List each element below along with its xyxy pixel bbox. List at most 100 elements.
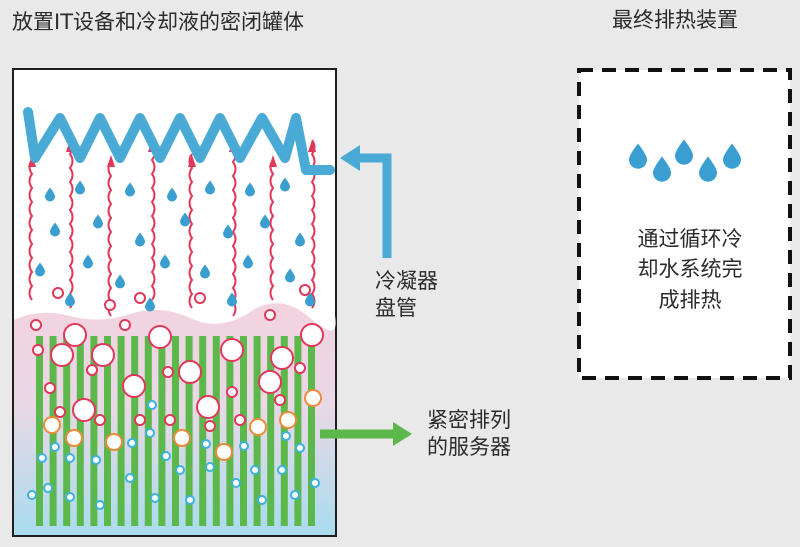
droplet-icon <box>245 182 255 197</box>
server-blade <box>308 336 315 526</box>
warm-bubble <box>215 443 233 461</box>
server-blade <box>294 336 302 526</box>
cool-bubble <box>175 465 185 475</box>
droplet-icon <box>260 214 270 229</box>
cool-bubble <box>231 478 241 488</box>
droplet-icon <box>180 212 190 227</box>
condenser-coil <box>23 107 335 175</box>
small-vapor-bubble <box>86 364 98 376</box>
small-vapor-bubble <box>104 299 116 311</box>
condensate-droplets <box>35 177 315 312</box>
server-blade <box>199 336 207 526</box>
vapor-arrowhead <box>269 155 277 167</box>
cool-bubble <box>125 473 135 483</box>
cool-bubble <box>185 495 195 505</box>
server-blade <box>226 336 234 526</box>
vapor-wave <box>269 159 275 301</box>
droplet-icon <box>200 264 210 279</box>
description-line: 通过循环冷 <box>637 227 743 251</box>
small-vapor-bubble <box>119 319 131 331</box>
droplet-icon <box>205 180 215 195</box>
small-vapor-bubble <box>299 284 311 296</box>
cool-bubble <box>290 490 300 500</box>
droplet-icon <box>675 139 693 165</box>
tank-title: 放置IT设备和冷却液的密闭罐体 <box>12 10 305 34</box>
cool-bubble <box>257 495 267 505</box>
droplet-icon <box>295 232 305 247</box>
cool-bubble <box>161 451 171 461</box>
warm-bubble <box>65 429 83 447</box>
vapor-wave <box>150 145 156 301</box>
condenser-coil-label: 冷凝器 盘管 <box>375 268 438 323</box>
droplet-icon <box>167 187 177 202</box>
small-vapor-bubble <box>264 309 276 321</box>
droplet-icon <box>45 187 55 202</box>
droplet-icon <box>83 254 93 269</box>
large-vapor-bubble <box>196 395 220 419</box>
droplet-icon <box>223 224 233 239</box>
warm-bubble <box>43 416 61 434</box>
large-vapor-bubble <box>50 343 74 367</box>
server-blade <box>90 336 98 526</box>
coil-inlet-arrowhead <box>340 145 360 171</box>
small-vapor-bubble <box>162 366 174 378</box>
droplet-icon <box>305 292 315 307</box>
droplet-icon <box>115 274 125 289</box>
cool-bubble <box>43 483 53 493</box>
server-blade <box>280 336 288 526</box>
cool-bubble <box>277 465 287 475</box>
small-vapor-bubble <box>52 287 64 299</box>
condenser-coil-label-line: 盘管 <box>375 296 417 321</box>
droplet-icon <box>653 156 671 182</box>
droplet-icon <box>145 297 155 312</box>
vapor-wave <box>68 139 74 309</box>
large-vapor-bubble <box>220 338 244 362</box>
servers-label-line: 的服务器 <box>427 435 511 460</box>
small-vapor-bubble <box>32 344 44 356</box>
large-vapor-bubble <box>258 370 282 394</box>
small-vapor-bubble <box>44 382 56 394</box>
large-vapor-bubble <box>148 325 172 349</box>
cool-bubble <box>239 441 249 451</box>
droplet-icon <box>75 180 85 195</box>
vapor-wave <box>188 153 194 309</box>
cool-bubble <box>310 478 320 488</box>
cool-bubble <box>127 438 137 448</box>
vapor-arrowhead <box>308 140 316 152</box>
droplet-icon <box>723 143 741 169</box>
cool-bubble <box>150 493 160 503</box>
condenser-coil-label-line: 冷凝器 <box>375 269 438 293</box>
cool-bubble <box>201 439 211 449</box>
cool-bubble <box>205 462 215 472</box>
cool-bubble <box>250 465 260 475</box>
warm-bubble <box>173 429 191 447</box>
cool-bubble <box>91 455 101 465</box>
vapor-arrowhead <box>188 155 196 167</box>
small-vapor-bubble <box>234 414 246 426</box>
small-vapor-bubble <box>134 414 146 426</box>
servers-label: 紧密排列 的服务器 <box>427 407 511 462</box>
large-vapor-bubble <box>63 323 87 347</box>
small-vapor-bubble <box>294 362 306 374</box>
small-vapor-bubble <box>226 386 238 398</box>
droplet-icon <box>125 182 135 197</box>
small-vapor-bubble <box>94 414 106 426</box>
droplet-icon <box>285 268 295 283</box>
droplet-icon <box>629 143 647 169</box>
droplet-icon <box>280 177 290 192</box>
server-blade <box>117 336 125 526</box>
server-blade <box>36 336 43 526</box>
server-blade <box>185 336 193 526</box>
server-blade <box>158 336 166 526</box>
small-vapor-bubble <box>134 292 146 304</box>
cool-bubble <box>50 442 60 452</box>
droplet-icon <box>243 254 253 269</box>
heat-rejection-title: 最终排热装置 <box>612 8 738 32</box>
vapor-bubbles <box>27 284 324 510</box>
large-vapor-bubble <box>91 343 115 367</box>
cool-bubble <box>281 431 291 441</box>
server-blade <box>240 336 247 526</box>
server-pointer-arrowhead <box>393 422 412 446</box>
coil-inlet-arrow <box>358 153 392 258</box>
